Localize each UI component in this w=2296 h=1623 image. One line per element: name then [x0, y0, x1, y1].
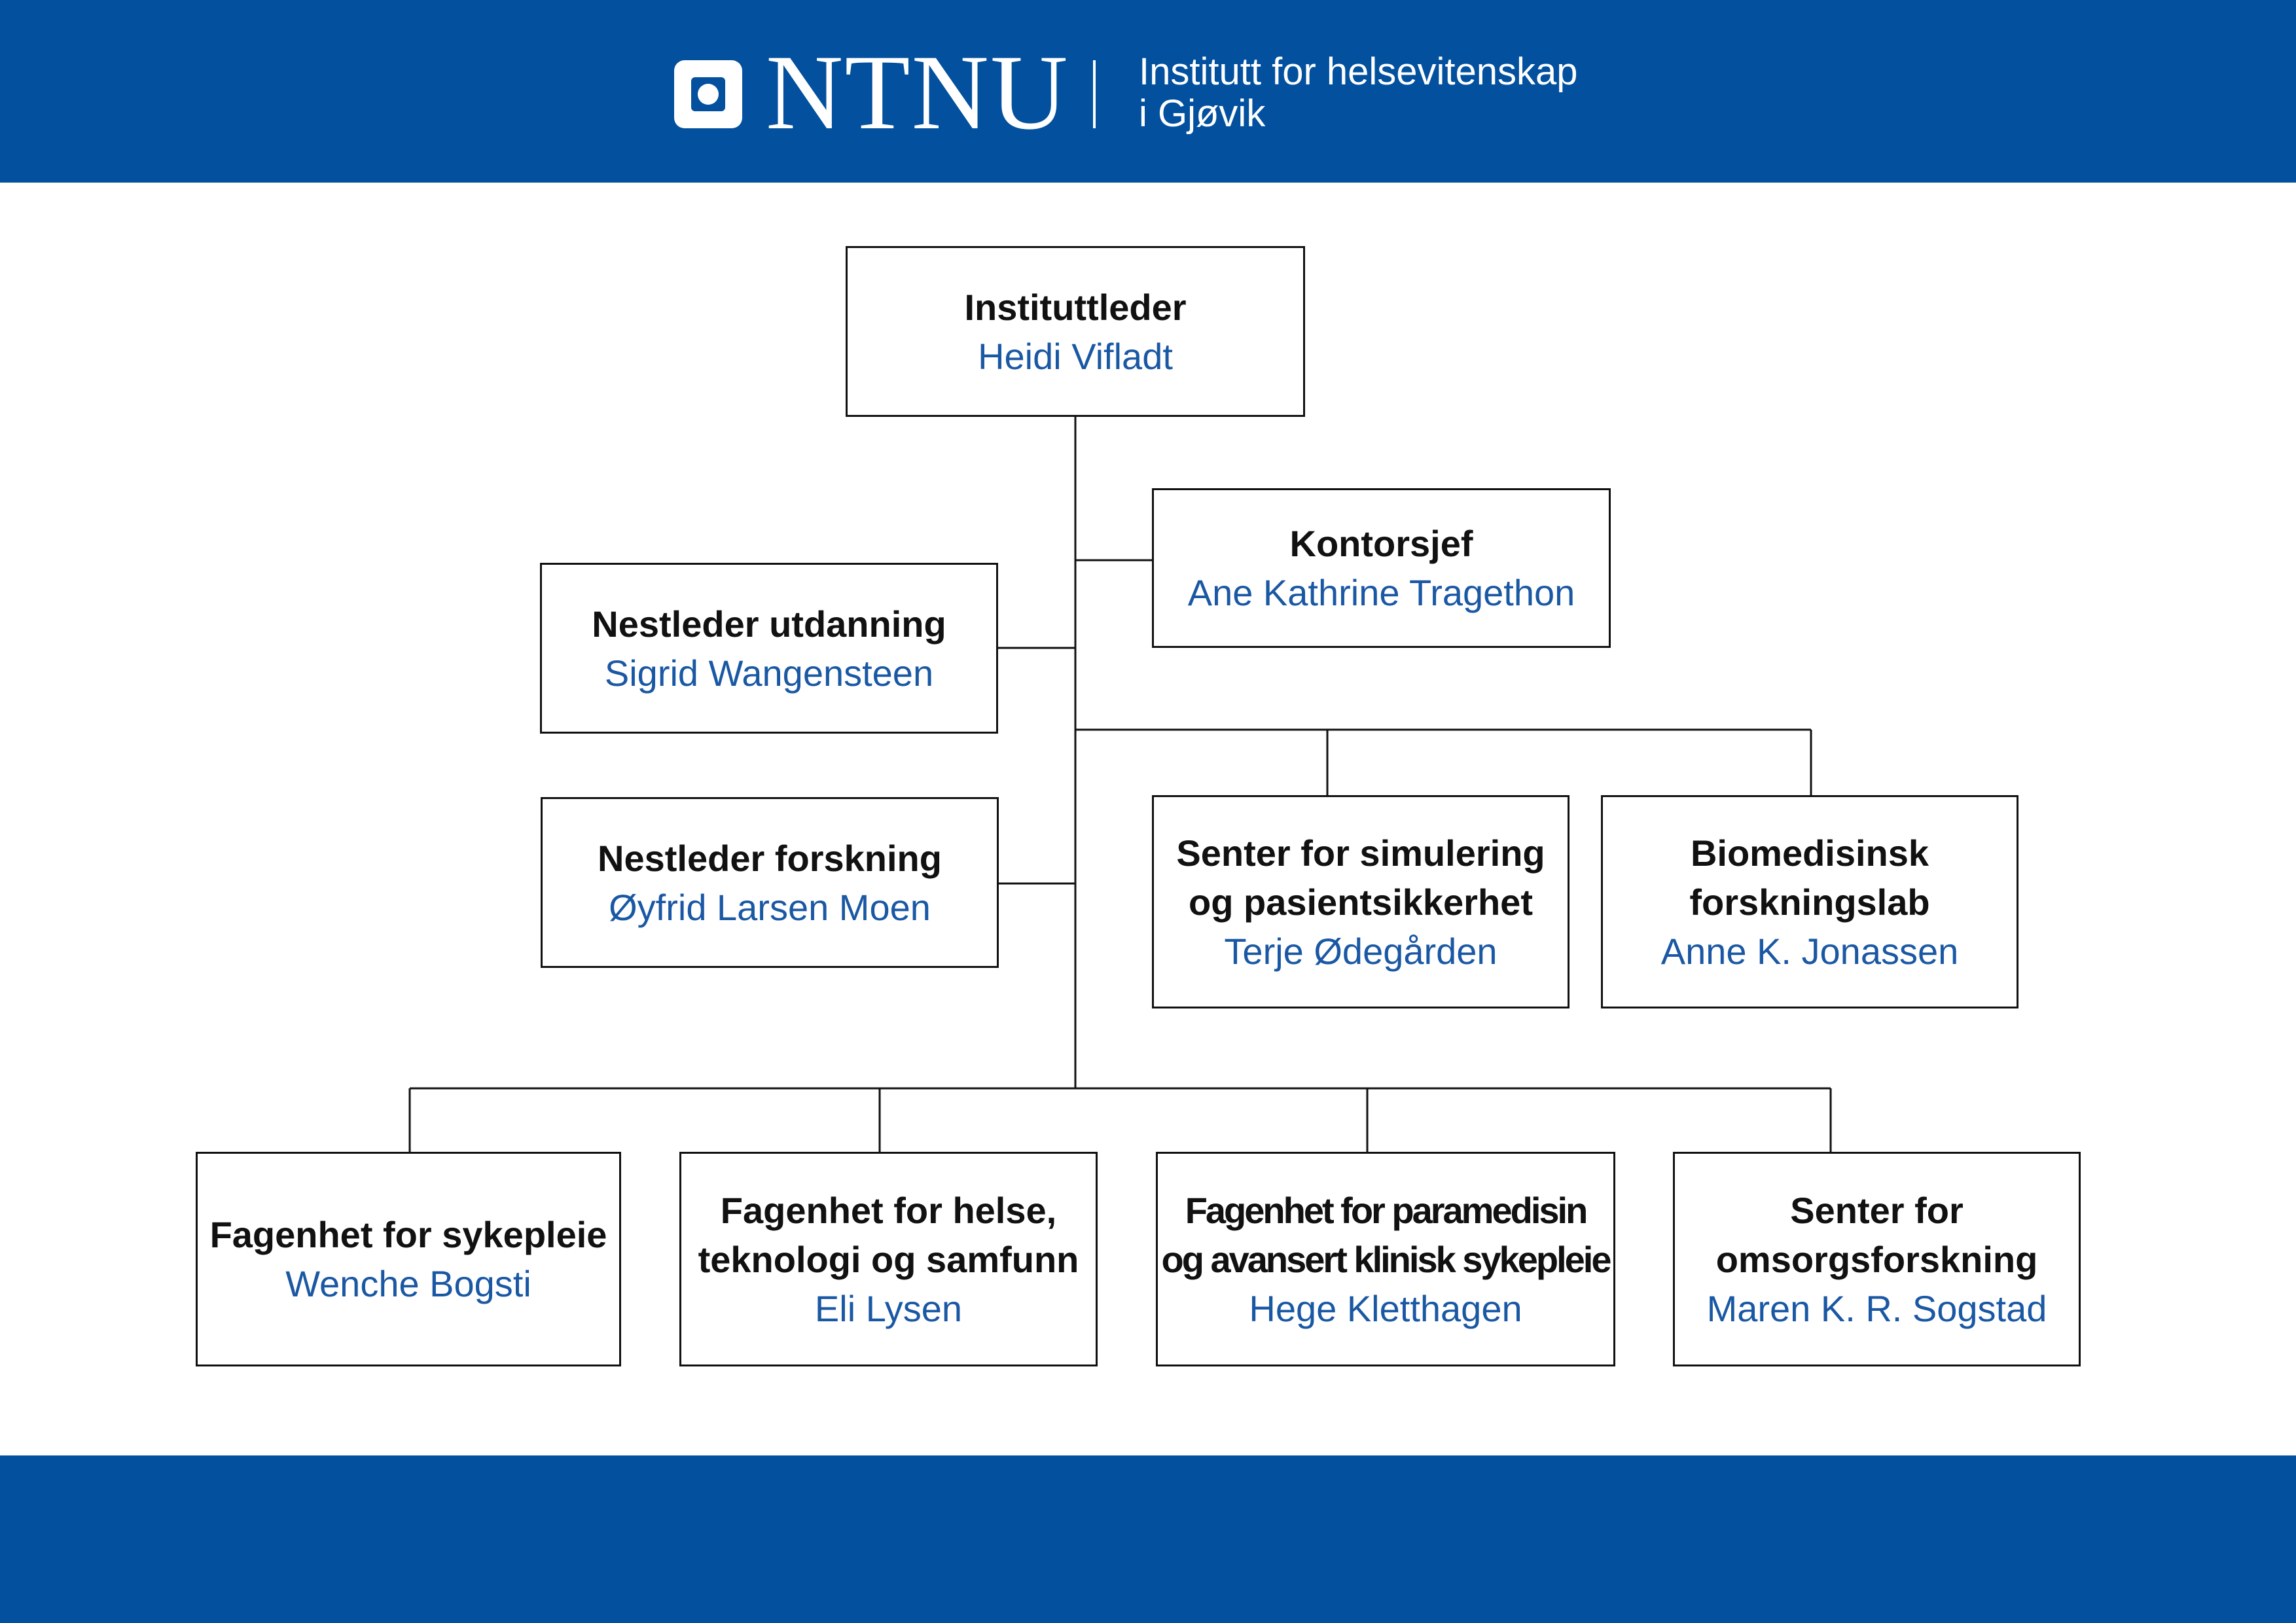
person-name: Terje Ødegården	[1224, 930, 1498, 972]
footer-band	[0, 1455, 2296, 1623]
role-label-line-2: omsorgsforskning	[1715, 1238, 2038, 1280]
person-name: Heidi Vifladt	[978, 335, 1173, 377]
node-instituttleder: Instituttleder Heidi Vifladt	[846, 246, 1305, 417]
person-name: Wenche Bogsti	[285, 1263, 531, 1304]
institute-name: Institutt for helsevitenskap i Gjøvik	[1139, 51, 1578, 135]
role-label-line-2: teknologi og samfunn	[698, 1238, 1079, 1280]
person-name: Eli Lysen	[814, 1287, 963, 1329]
node-kontorsjef: Kontorsjef Ane Kathrine Tragethon	[1152, 488, 1611, 648]
institute-name-line-2: i Gjøvik	[1139, 92, 1266, 135]
node-senter-omsorgsforskning: Senter for omsorgsforskning Maren K. R. …	[1673, 1152, 2081, 1366]
node-nestleder-forskning: Nestleder forskning Øyfrid Larsen Moen	[541, 797, 999, 968]
role-label: Nestleder forskning	[598, 837, 942, 879]
node-fagenhet-paramedisin: Fagenhet for paramedisin og avansert kli…	[1156, 1152, 1615, 1366]
role-label-line-1: Fagenhet for paramedisin	[1185, 1189, 1588, 1231]
role-label: Fagenhet for sykepleie	[209, 1214, 607, 1255]
node-nestleder-utdanning: Nestleder utdanning Sigrid Wangensteen	[540, 563, 998, 734]
node-biomedisinsk-lab: Biomedisinsk forskningslab Anne K. Jonas…	[1601, 795, 2018, 1008]
person-name: Anne K. Jonassen	[1660, 930, 1959, 972]
header-band: NTNU Institutt for helsevitenskap i Gjøv…	[0, 0, 2296, 183]
role-label-line-1: Senter for	[1790, 1189, 1964, 1231]
logo-divider	[1093, 60, 1096, 128]
person-name: Sigrid Wangensteen	[604, 652, 934, 694]
person-name: Ane Kathrine Tragethon	[1187, 572, 1575, 613]
role-label-line-1: Senter for simulering	[1176, 832, 1545, 874]
role-label: Kontorsjef	[1289, 523, 1473, 564]
person-name: Øyfrid Larsen Moen	[609, 886, 931, 928]
ntnu-logo-icon	[674, 60, 742, 128]
role-label-line-1: Biomedisinsk	[1690, 832, 1929, 874]
role-label: Nestleder utdanning	[592, 603, 946, 645]
node-senter-simulering: Senter for simulering og pasientsikkerhe…	[1152, 795, 1570, 1008]
logo-wordmark: NTNU	[766, 33, 1069, 152]
node-fagenhet-sykepleie: Fagenhet for sykepleie Wenche Bogsti	[196, 1152, 621, 1366]
node-fagenhet-helse-teknologi: Fagenhet for helse, teknologi og samfunn…	[679, 1152, 1098, 1366]
person-name: Maren K. R. Sogstad	[1706, 1287, 2047, 1329]
institute-name-line-1: Institutt for helsevitenskap	[1139, 50, 1578, 93]
role-label-line-2: og avansert klinisk sykepleie	[1161, 1238, 1612, 1280]
role-label-line-2: og pasientsikkerhet	[1189, 881, 1533, 923]
role-label-line-2: forskningslab	[1689, 881, 1930, 923]
role-label-line-1: Fagenhet for helse,	[720, 1189, 1057, 1231]
person-name: Hege Kletthagen	[1249, 1287, 1522, 1329]
role-label: Instituttleder	[964, 286, 1187, 328]
